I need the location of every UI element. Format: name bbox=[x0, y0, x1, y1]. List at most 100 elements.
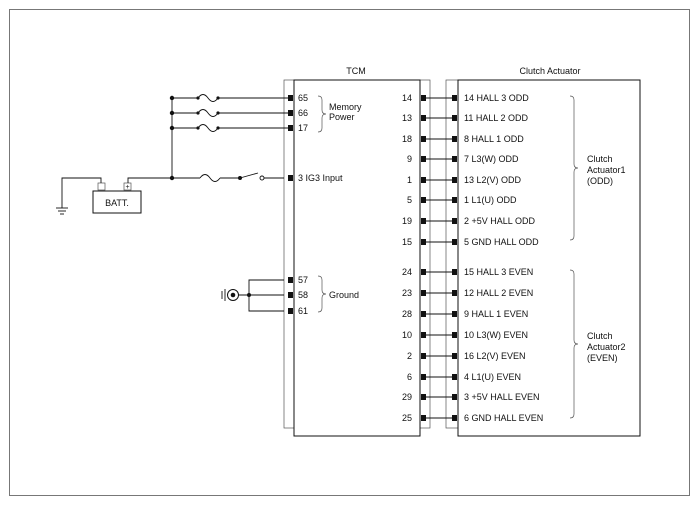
group-odd-label-3: (ODD) bbox=[587, 176, 613, 186]
tcm-left-pin: 66 bbox=[169, 108, 308, 118]
connection-row: 19 2 +5V HALL ODD bbox=[402, 216, 535, 226]
battery-label: BATT. bbox=[105, 198, 129, 208]
tcm-left-pin-label: 3 IG3 Input bbox=[298, 173, 343, 183]
tcm-pin-terminal bbox=[421, 332, 426, 338]
fuse-icon bbox=[197, 124, 219, 132]
actuator-pin-label: 7 L3(W) ODD bbox=[464, 154, 519, 164]
battery-terminal-positive bbox=[123, 182, 132, 191]
tcm-left-pin-terminal bbox=[288, 277, 293, 283]
battery-plus-sign: + bbox=[125, 184, 129, 191]
tcm-pin-terminal bbox=[421, 311, 426, 317]
actuator-pin-terminal bbox=[452, 332, 457, 338]
outer-frame bbox=[9, 9, 690, 496]
tcm-pin-terminal bbox=[421, 95, 426, 101]
actuator-pin-terminal bbox=[452, 218, 457, 224]
tcm-pin-label: 15 bbox=[402, 237, 412, 247]
tcm-pin-terminal bbox=[421, 197, 426, 203]
tcm-left-pin-label: 17 bbox=[298, 123, 308, 133]
actuator-title: Clutch Actuator bbox=[519, 66, 580, 76]
actuator-pin-terminal bbox=[452, 290, 457, 296]
tcm-left-pin-terminal bbox=[288, 95, 293, 101]
tcm-left-pin: 17 bbox=[169, 123, 308, 133]
tcm-pin-label: 25 bbox=[402, 413, 412, 423]
tcm-pin-terminal bbox=[421, 374, 426, 380]
tcm-pin-label: 1 bbox=[407, 175, 412, 185]
battery-terminal-negative bbox=[97, 182, 106, 191]
junction-dot bbox=[196, 96, 200, 100]
fuse-icon bbox=[197, 109, 219, 117]
tcm-pin-terminal bbox=[421, 415, 426, 421]
actuator-pin-terminal bbox=[452, 353, 457, 359]
tcm-left-pin-label: 58 bbox=[298, 290, 308, 300]
even-brace bbox=[569, 269, 579, 419]
actuator-pin-terminal bbox=[452, 115, 457, 121]
tcm-pin-terminal bbox=[421, 353, 426, 359]
tcm-pin-label: 9 bbox=[407, 154, 412, 164]
connection-row: 13 11 HALL 2 ODD bbox=[402, 113, 529, 123]
ground-brace bbox=[317, 275, 327, 313]
actuator-pin-label: 15 HALL 3 EVEN bbox=[464, 267, 533, 277]
tcm-pin-label: 28 bbox=[402, 309, 412, 319]
actuator-pin-terminal bbox=[452, 136, 457, 142]
tcm-title: TCM bbox=[346, 66, 366, 76]
tcm-pin-label: 6 bbox=[407, 372, 412, 382]
actuator-pin-label: 2 +5V HALL ODD bbox=[464, 216, 535, 226]
odd-brace bbox=[569, 95, 579, 241]
tcm-left-pin-terminal bbox=[288, 175, 293, 181]
tcm-left-pin-terminal bbox=[288, 110, 293, 116]
tcm-left-pin: 65 bbox=[169, 93, 308, 103]
actuator-pin-label: 16 L2(V) EVEN bbox=[464, 351, 526, 361]
battery-box bbox=[92, 190, 142, 214]
memory-power-label-2: Power bbox=[329, 112, 355, 122]
actuator-pin-label: 11 HALL 2 ODD bbox=[464, 113, 529, 123]
memory-power-label-1: Memory bbox=[329, 102, 362, 112]
tcm-pin-terminal bbox=[421, 156, 426, 162]
group-even-label-1: Clutch bbox=[587, 331, 613, 341]
actuator-pin-terminal bbox=[452, 197, 457, 203]
group-odd-label-1: Clutch bbox=[587, 154, 613, 164]
tcm-box bbox=[293, 79, 421, 437]
actuator-pin-terminal bbox=[452, 269, 457, 275]
junction-dot bbox=[196, 126, 200, 130]
connection-row: 15 5 GND HALL ODD bbox=[402, 237, 539, 247]
group-even-label-2: Actuator2 bbox=[587, 342, 626, 352]
tcm-pin-terminal bbox=[421, 269, 426, 275]
actuator-pin-label: 8 HALL 1 ODD bbox=[464, 134, 524, 144]
actuator-pin-terminal bbox=[452, 374, 457, 380]
tcm-pin-terminal bbox=[421, 394, 426, 400]
actuator-pin-label: 10 L3(W) EVEN bbox=[464, 330, 528, 340]
actuator-pin-label: 9 HALL 1 EVEN bbox=[464, 309, 528, 319]
tcm-left-pin: 3 IG3 Input bbox=[288, 173, 343, 183]
actuator-pin-label: 13 L2(V) ODD bbox=[464, 175, 522, 185]
tcm-pin-label: 2 bbox=[407, 351, 412, 361]
tcm-left-pin-label: 65 bbox=[298, 93, 308, 103]
actuator-pin-terminal bbox=[452, 415, 457, 421]
tcm-pin-terminal bbox=[421, 177, 426, 183]
tcm-left-pin: 61 bbox=[288, 306, 308, 316]
tcm-pin-label: 19 bbox=[402, 216, 412, 226]
connection-row: 2 16 L2(V) EVEN bbox=[407, 351, 526, 361]
tcm-left-connector bbox=[283, 79, 295, 429]
actuator-box bbox=[457, 79, 641, 437]
tcm-left-pin-label: 66 bbox=[298, 108, 308, 118]
actuator-pin-label: 3 +5V HALL EVEN bbox=[464, 392, 539, 402]
tcm-pin-terminal bbox=[421, 136, 426, 142]
tcm-pin-label: 13 bbox=[402, 113, 412, 123]
junction-dot bbox=[196, 111, 200, 115]
tcm-pin-label: 29 bbox=[402, 392, 412, 402]
ground-label: Ground bbox=[329, 290, 359, 300]
actuator-pin-label: 5 GND HALL ODD bbox=[464, 237, 539, 247]
tcm-left-pin-terminal bbox=[288, 308, 293, 314]
battery-circuit: BATT. + bbox=[56, 98, 284, 215]
ig-switch bbox=[239, 172, 259, 179]
actuator-pin-terminal bbox=[452, 311, 457, 317]
actuator-pin-terminal bbox=[452, 177, 457, 183]
